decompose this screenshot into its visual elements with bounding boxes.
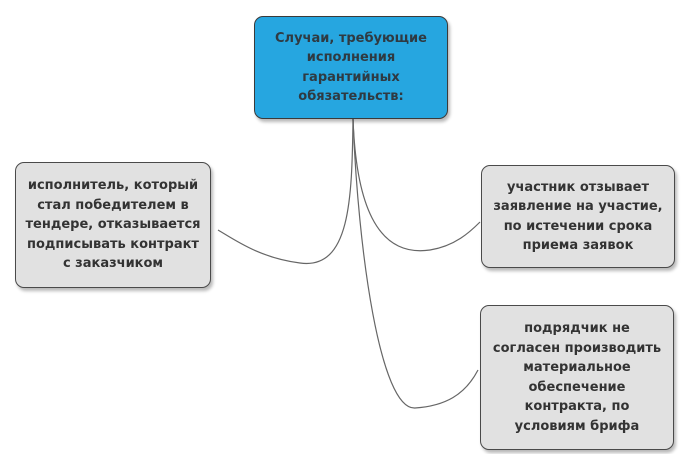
branch-node-winner-refuses: исполнитель, который стал победителем в … (15, 162, 211, 288)
root-node-text: Случаи, требующие исполнения гарантийных… (275, 30, 427, 105)
connector-root-to-left (217, 118, 354, 264)
branch-node-contractor-disagrees: подрядчик не согласен производить матери… (480, 305, 674, 450)
branch-node-text: участник отзывает заявление на участие, … (493, 179, 663, 254)
branch-node-participant-withdraws: участник отзывает заявление на участие, … (481, 165, 675, 268)
branch-node-text: исполнитель, который стал победителем в … (25, 178, 201, 272)
branch-node-text: подрядчик не согласен производить матери… (492, 321, 662, 434)
root-node: Случаи, требующие исполнения гарантийных… (254, 16, 448, 119)
connector-root-to-right2 (352, 118, 479, 409)
connector-root-to-right1 (352, 118, 481, 252)
